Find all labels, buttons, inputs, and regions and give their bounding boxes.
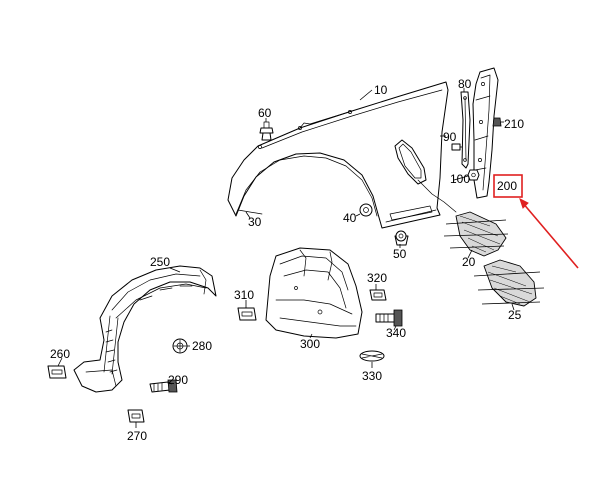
part-labels: 10 60 80 90 100 210 30 40 50 20 25 250 2…: [50, 77, 524, 443]
label-320: 320: [367, 271, 387, 285]
label-300: 300: [300, 337, 320, 351]
clip-90[interactable]: [451, 143, 462, 151]
nut-100[interactable]: [467, 169, 480, 181]
grommet-50[interactable]: [394, 230, 409, 246]
leader-lines: [57, 88, 515, 428]
label-280: 280: [192, 339, 212, 353]
strip-80[interactable]: [460, 91, 471, 169]
label-20: 20: [462, 255, 476, 269]
label-310: 310: [234, 288, 254, 302]
label-50: 50: [393, 247, 407, 261]
clip-320[interactable]: [369, 289, 387, 301]
label-100: 100: [450, 172, 470, 186]
grille-20[interactable]: [443, 211, 509, 257]
clip-60[interactable]: [259, 118, 274, 141]
label-80: 80: [458, 77, 472, 91]
label-290: 290: [168, 373, 188, 387]
highlight-box-200: [493, 174, 523, 198]
label-10: 10: [374, 83, 388, 97]
highlight-callout: [493, 174, 579, 269]
label-340: 340: [386, 326, 406, 340]
bracket-200[interactable]: [472, 67, 499, 199]
grille-25[interactable]: [473, 259, 545, 307]
clip-330[interactable]: [359, 350, 385, 362]
screw-340[interactable]: [375, 309, 403, 327]
label-260: 260: [50, 347, 70, 361]
highlight-arrow-head: [519, 198, 529, 209]
label-40: 40: [343, 211, 357, 225]
label-200[interactable]: 200: [497, 179, 517, 193]
label-250: 250: [150, 255, 170, 269]
screw-210[interactable]: [492, 117, 504, 127]
wheel-liner-250[interactable]: [73, 265, 217, 393]
liner-300[interactable]: [265, 247, 363, 339]
label-60: 60: [258, 106, 272, 120]
label-210: 210: [504, 117, 524, 131]
clip-310[interactable]: [237, 307, 257, 321]
clip-270[interactable]: [127, 409, 145, 423]
highlight-arrow-line: [521, 201, 579, 269]
fender-part[interactable]: [227, 81, 457, 229]
clip-260[interactable]: [47, 365, 67, 379]
label-25: 25: [508, 308, 522, 322]
label-330: 330: [362, 369, 382, 383]
clip-280[interactable]: [172, 338, 188, 354]
label-270: 270: [127, 429, 147, 443]
clip-40[interactable]: [355, 203, 373, 217]
label-90: 90: [443, 130, 457, 144]
label-30: 30: [248, 215, 262, 229]
